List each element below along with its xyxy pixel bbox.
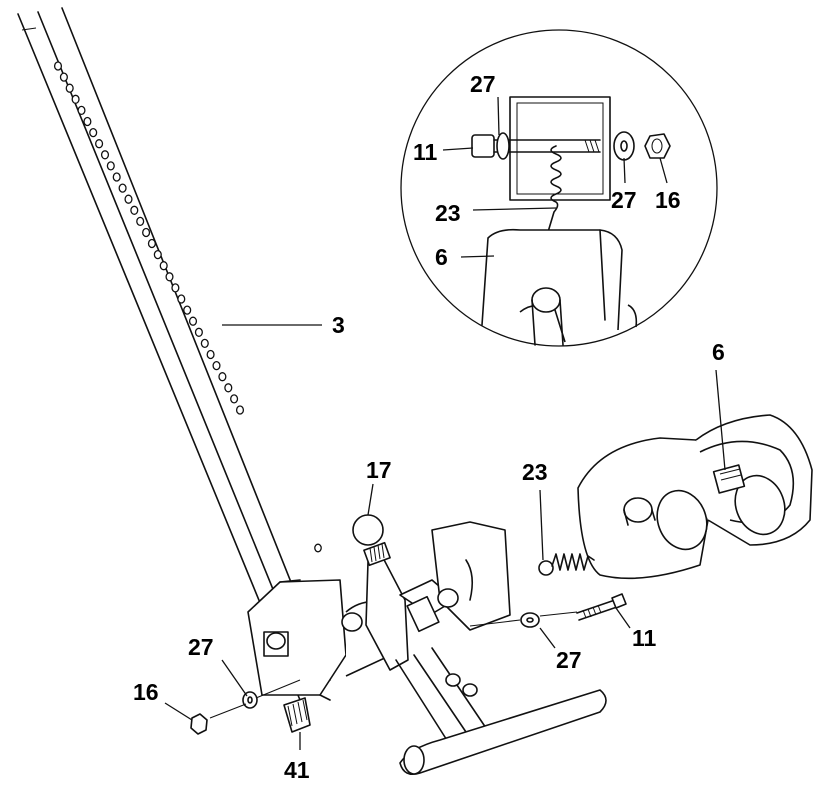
tube-hole — [188, 316, 198, 326]
tube-hole — [159, 261, 168, 271]
tube-hole — [153, 249, 162, 260]
adjustment-holes — [53, 61, 322, 553]
tube-hole — [147, 238, 156, 249]
tube-hole — [59, 72, 68, 82]
detail-washer-27-left — [496, 132, 510, 160]
tube-hole — [100, 150, 110, 160]
tube-hole — [124, 194, 133, 204]
callout-41: 41 — [284, 757, 310, 783]
tube-hole — [89, 127, 98, 138]
center-bracket — [365, 521, 511, 671]
spring-part-23 — [538, 553, 595, 576]
tube-hole — [183, 305, 192, 315]
nut-part-16 — [190, 713, 208, 735]
tube-hole — [194, 327, 203, 337]
tube-hole — [106, 161, 115, 171]
tube-hole — [200, 338, 209, 349]
tube-hole — [130, 205, 139, 215]
tube-hole — [235, 405, 245, 415]
tube-hole — [177, 294, 186, 304]
tube-hole — [53, 61, 63, 71]
clip-part-41 — [283, 697, 311, 733]
callout-6: 6 — [712, 339, 725, 365]
pull-knob-part-17 — [352, 514, 391, 567]
detail-bolt-11 — [471, 134, 601, 158]
tube-hole — [230, 394, 239, 404]
callout-16-detail: 16 — [655, 187, 681, 213]
callout-17: 17 — [366, 457, 392, 483]
tube-hole — [212, 360, 221, 371]
tube-hole — [142, 227, 151, 238]
callout-27-right: 27 — [556, 647, 582, 673]
pivot-bracket-part-6 — [577, 414, 813, 580]
washer-part-27-left — [242, 691, 258, 709]
callout-11: 11 — [632, 625, 657, 651]
callout-23-detail: 23 — [435, 200, 461, 226]
callout-3: 3 — [332, 312, 345, 338]
washer-part-27-right — [520, 612, 540, 628]
tube-hole — [83, 116, 92, 127]
tube-hole — [118, 183, 127, 193]
detail-view-circle: 27 11 23 27 16 6 — [400, 29, 718, 347]
tube-hole — [71, 94, 80, 104]
tube-hole — [95, 139, 104, 149]
detail-washer-27-right — [613, 131, 635, 161]
detail-nut-16 — [644, 133, 671, 159]
tube-hole — [136, 216, 145, 227]
detail-spring-23 — [547, 145, 562, 233]
tube-hole — [314, 543, 322, 553]
callout-23: 23 — [522, 459, 548, 485]
tube-hole — [218, 372, 227, 382]
upright-tube-part-3 — [17, 7, 331, 701]
callout-27-left: 27 — [188, 634, 214, 660]
tube-hole — [65, 83, 74, 93]
tube-hole — [224, 383, 233, 393]
lower-leg-and-foot — [395, 647, 607, 776]
callout-27-detail-top: 27 — [470, 71, 496, 97]
tube-hole — [77, 105, 86, 116]
bolt-part-11 — [576, 593, 627, 621]
callout-16: 16 — [133, 679, 159, 705]
tube-hole — [165, 272, 174, 282]
tube-hole — [112, 172, 121, 182]
callout-27-detail-right: 27 — [611, 187, 637, 213]
tube-hole — [171, 283, 180, 293]
callout-6-detail: 6 — [435, 244, 448, 270]
detail-pivot-block-6 — [481, 228, 638, 346]
tube-hole — [206, 349, 215, 360]
callout-11-detail: 11 — [413, 139, 438, 165]
